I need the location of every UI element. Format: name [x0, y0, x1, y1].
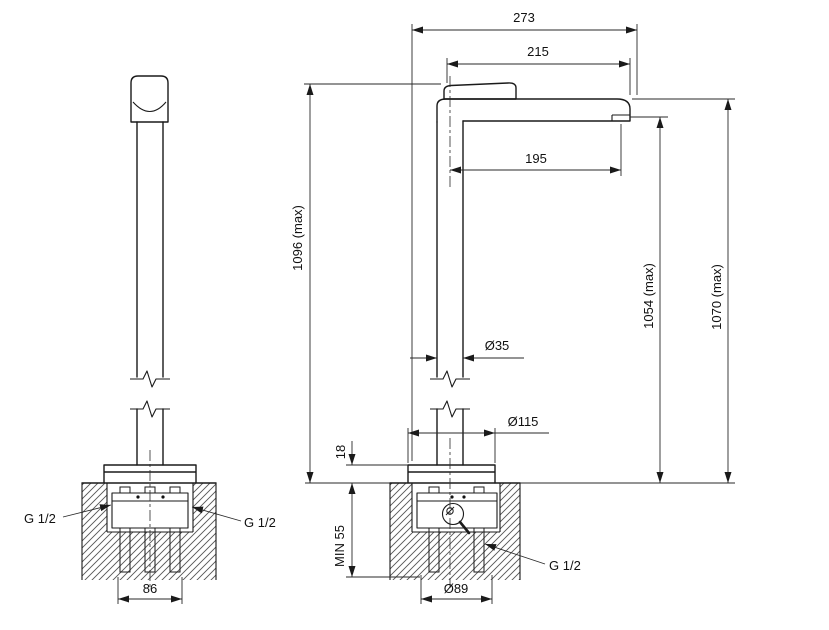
front-hatch — [82, 483, 216, 580]
magnifier-detail-icon — [441, 502, 471, 535]
dim-label-dia89: Ø89 — [444, 581, 469, 596]
break-line — [130, 400, 170, 418]
front-faucet-outline — [103, 75, 197, 484]
bolt-head — [428, 486, 440, 494]
break-line — [430, 400, 470, 418]
side-hatch — [390, 483, 520, 580]
side-aerator — [611, 114, 630, 121]
side-view: 273 215 195 1096 (max) 1054 (max) 1070 (… — [290, 10, 735, 604]
bolt-head — [169, 486, 181, 494]
dim-label-215: 215 — [527, 44, 549, 59]
dim-label-dia35: Ø35 — [485, 338, 510, 353]
dim-label-273: 273 — [513, 10, 535, 25]
front-aerator-curve — [132, 101, 167, 113]
anchor-bolt — [473, 527, 485, 573]
side-column — [436, 120, 464, 466]
bolt-head — [119, 486, 131, 494]
break-line — [430, 370, 470, 388]
dim-label-195: 195 — [525, 151, 547, 166]
front-column — [136, 121, 164, 466]
g12-label-front-right: G 1/2 — [244, 515, 276, 530]
bolt-head — [473, 486, 485, 494]
front-ground-section — [81, 482, 217, 580]
side-dimensions: 273 215 195 1096 (max) 1054 (max) 1070 (… — [290, 10, 735, 604]
anchor-bolt — [169, 527, 181, 573]
side-spout — [436, 98, 631, 123]
side-base-flange — [407, 464, 496, 484]
dim-label-86: 86 — [143, 581, 157, 596]
g12-label-side: G 1/2 — [549, 558, 581, 573]
g12-label-front-left: G 1/2 — [24, 511, 56, 526]
front-dimensions: 86 G 1/2 G 1/2 — [24, 504, 276, 604]
dim-label-min55: MIN 55 — [332, 525, 347, 567]
dim-label-1096: 1096 (max) — [290, 205, 305, 271]
anchor-bolt — [428, 527, 440, 573]
dim-label-dia115: Ø115 — [508, 414, 539, 429]
side-mounting-box — [416, 492, 498, 529]
anchor-bolt — [119, 527, 131, 573]
side-handle — [443, 82, 517, 100]
side-faucet-outline — [407, 82, 631, 484]
break-line — [130, 370, 170, 388]
dim-label-1054: 1054 (max) — [641, 263, 656, 329]
front-view: 86 G 1/2 G 1/2 — [24, 75, 276, 604]
dim-label-18: 18 — [333, 445, 348, 459]
side-ground-section — [389, 482, 521, 580]
dim-label-1070: 1070 (max) — [709, 264, 724, 330]
